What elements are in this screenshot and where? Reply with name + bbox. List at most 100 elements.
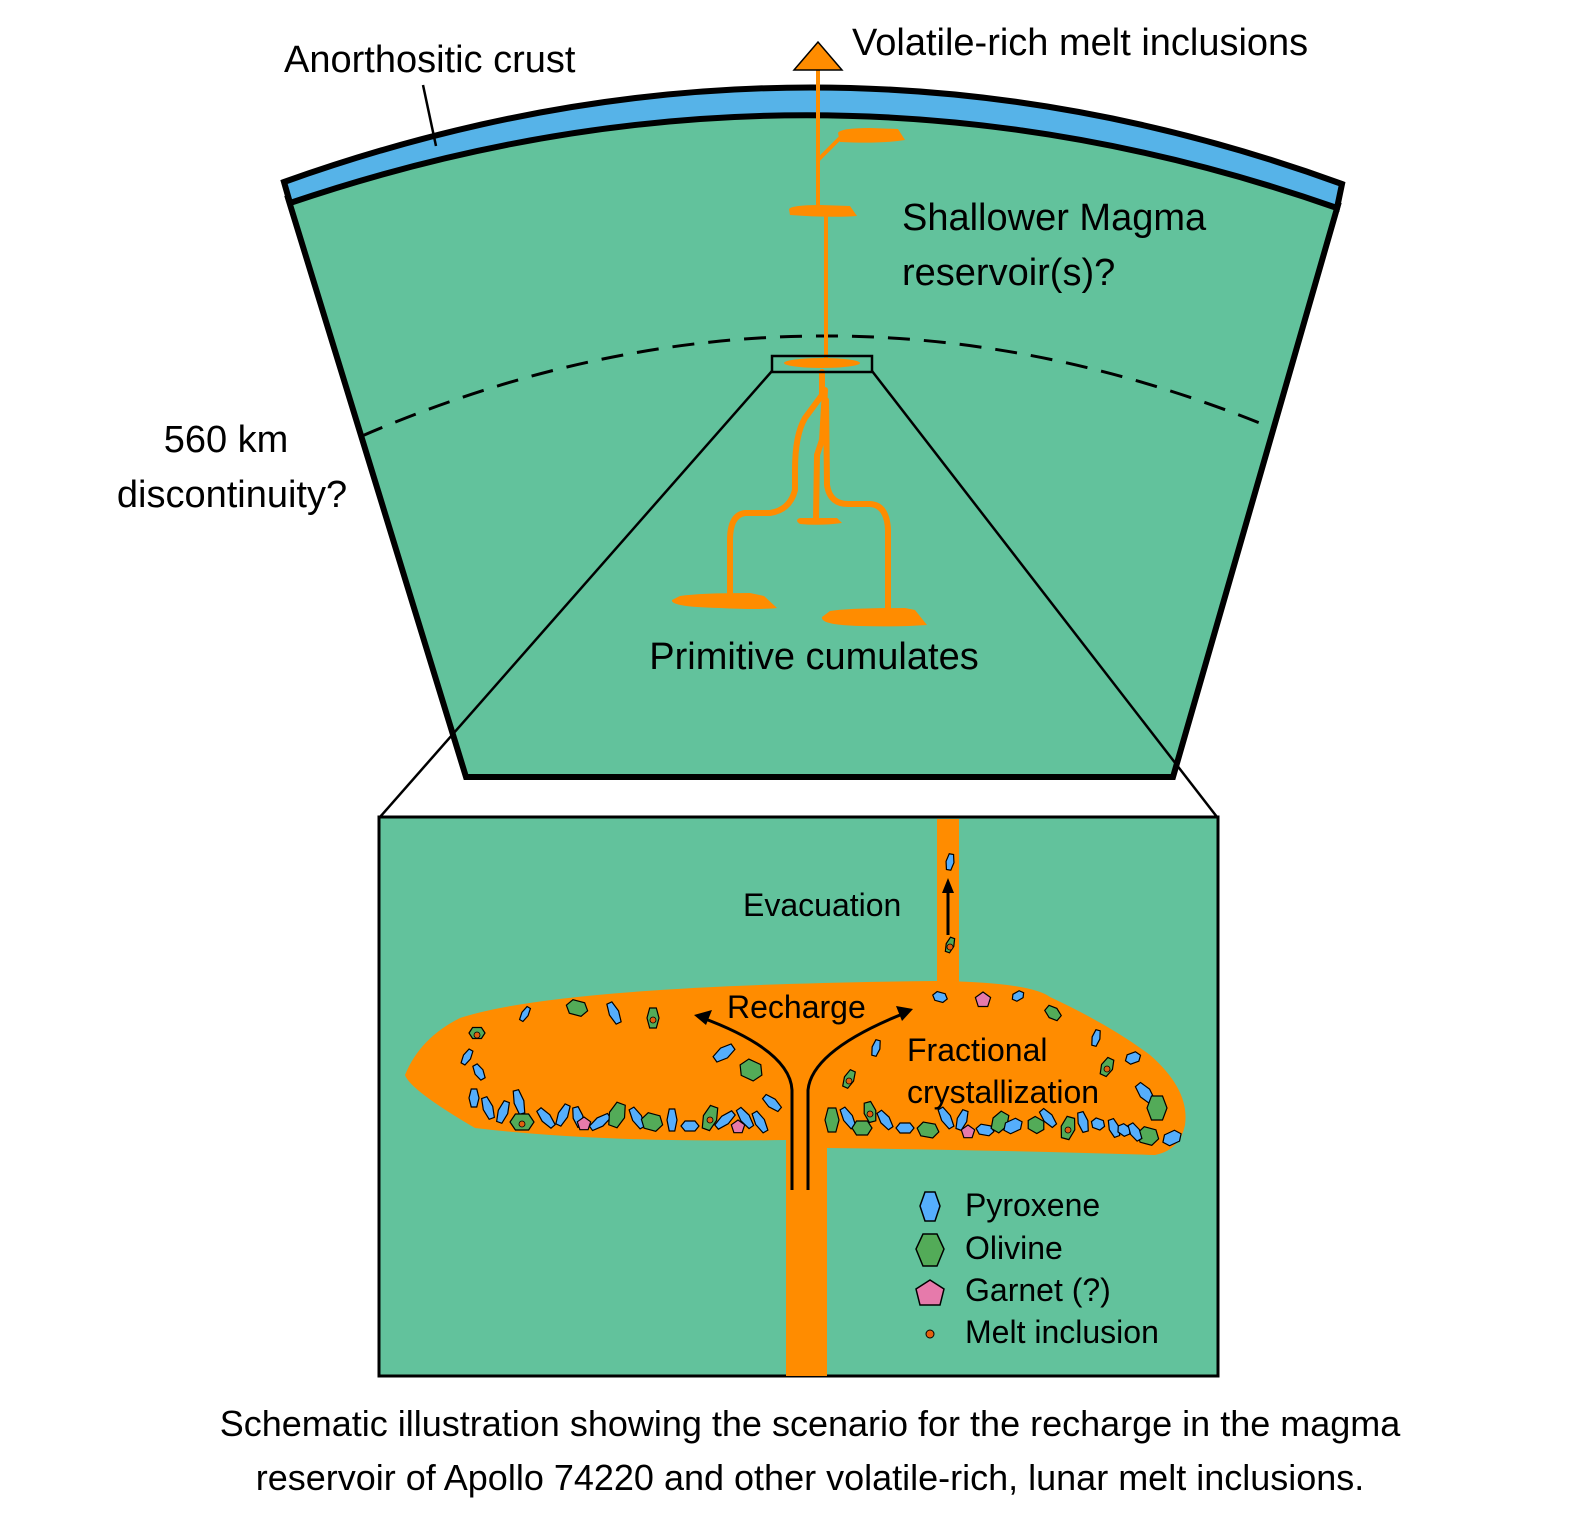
pyroxene-crystal [751, 1110, 769, 1134]
legend-label-melt-inclusion: Melt inclusion [965, 1314, 1159, 1350]
pyroxene-crystal [932, 990, 948, 1004]
fractional-label-2: crystallization [907, 1074, 1099, 1110]
caption-line-2: reservoir of Apollo 74220 and other vola… [256, 1457, 1365, 1498]
olivine-crystal [1044, 1004, 1062, 1022]
pyroxene-crystal [518, 1005, 532, 1023]
pyroxene-crystal [1090, 1117, 1106, 1131]
volcano-label: Volatile-rich melt inclusions [852, 22, 1308, 64]
pyroxene-crystal [712, 1043, 736, 1063]
pyroxene-crystal [735, 1106, 755, 1130]
crust-pointer [421, 84, 438, 147]
recharge-label: Recharge [727, 989, 866, 1025]
discontinuity-label-2: discontinuity? [117, 474, 347, 516]
garnet-crystal [730, 1119, 746, 1134]
melt-inclusion [649, 1016, 657, 1024]
sill-shallow [789, 205, 857, 217]
caption-line-1: Schematic illustration showing the scena… [220, 1403, 1402, 1444]
reservoir-detail [377, 815, 1220, 1378]
discontinuity-label-1: 560 km [164, 419, 289, 461]
olivine-crystal [739, 1058, 763, 1082]
crystal-layer [460, 853, 1182, 1147]
pyroxene-crystal [945, 853, 955, 871]
pyroxene-crystal [495, 1099, 511, 1125]
pyroxene-crystal [761, 1093, 783, 1113]
garnet-icon [915, 1279, 945, 1306]
recharge-arrowhead-left [694, 1010, 712, 1025]
olivine-crystal [1146, 1095, 1168, 1121]
pyroxene-crystal [460, 1048, 474, 1066]
melt-inclusion [706, 1116, 714, 1124]
pyroxene-crystal [536, 1107, 556, 1129]
olivine-crystal [851, 1120, 873, 1136]
anorthositic-crust [280, 84, 1346, 212]
olivine-crystal [916, 1121, 940, 1139]
recharge-arrow-left [699, 1015, 794, 1190]
melt-inclusion [518, 1120, 526, 1128]
volcano-icon [792, 40, 844, 71]
pyroxene-crystal [1124, 1051, 1142, 1065]
recharge-arrow-right [806, 1011, 906, 1190]
pyroxene-crystal [555, 1103, 571, 1127]
magma-plumbing [727, 58, 891, 615]
legend-label-garnet: Garnet (?) [965, 1272, 1111, 1308]
sill-deep-source [784, 358, 860, 368]
pyroxene-icon [919, 1191, 941, 1222]
zoom-line-left [379, 370, 773, 818]
recharge-arrowhead-right [896, 1006, 913, 1021]
pyroxene-crystal [1011, 990, 1025, 1002]
sill-right [821, 608, 927, 627]
olivine-crystal [824, 1107, 840, 1133]
recharge-arrows [699, 1011, 906, 1190]
pyroxene-crystal [1038, 1107, 1058, 1129]
shallow-reservoir-label-1: Shallower Magma [902, 197, 1207, 239]
evacuation-arrowhead [942, 878, 954, 893]
detail-box [770, 354, 874, 374]
shallow-reservoir-label-2: reservoir(s)? [902, 252, 1115, 294]
pyroxene-crystal [1077, 1110, 1089, 1134]
evacuation-label: Evacuation [743, 887, 901, 923]
pyroxene-crystal [666, 1108, 678, 1132]
magma-chamber [405, 981, 1186, 1155]
pyroxene-crystal [468, 1088, 480, 1108]
melt-inclusion [845, 1077, 853, 1085]
sill-left [671, 593, 777, 609]
pyroxene-crystal [714, 1110, 736, 1130]
pyroxene-crystal [1107, 1117, 1121, 1139]
discontinuity-line [361, 334, 1273, 438]
melt-inclusion [1064, 1126, 1072, 1134]
pyroxene-crystal [1003, 1117, 1023, 1135]
melt-inclusion [1103, 1065, 1111, 1073]
legend: Pyroxene Olivine Garnet (?) Melt inclusi… [915, 1187, 1159, 1350]
melt-inclusion [866, 1110, 874, 1118]
melt-inclusion-icon [925, 1329, 935, 1339]
melt-inclusion [946, 943, 954, 951]
legend-label-olivine: Olivine [965, 1230, 1063, 1266]
pyroxene-crystal [512, 1088, 526, 1116]
fractional-label-1: Fractional [907, 1032, 1048, 1068]
crust-label: Anorthositic crust [284, 39, 576, 81]
pyroxene-crystal [1162, 1129, 1182, 1147]
sill-mid [797, 518, 842, 525]
pyroxene-crystal [975, 1123, 995, 1137]
pyroxene-crystal [480, 1095, 496, 1121]
pyroxene-crystal [876, 1109, 894, 1131]
pyroxene-crystal [606, 1001, 622, 1025]
magma-sills [671, 128, 927, 627]
garnet-crystal [960, 1124, 976, 1139]
olivine-crystal [608, 1101, 626, 1129]
pyroxene-crystal [937, 1106, 955, 1130]
cumulates-label: Primitive cumulates [649, 636, 978, 678]
legend-label-pyroxene: Pyroxene [965, 1187, 1100, 1223]
garnet-crystal [576, 1116, 592, 1131]
pyroxene-crystal [1127, 1122, 1143, 1142]
olivine-crystal [565, 999, 589, 1017]
pyroxene-crystal [1091, 1028, 1101, 1048]
garnet-crystal [974, 991, 992, 1008]
pyroxene-crystal [895, 1122, 915, 1134]
pyroxene-crystal [680, 1120, 700, 1132]
moon-section [280, 40, 1346, 818]
sill-upper [838, 128, 905, 143]
olivine-crystal [640, 1112, 664, 1132]
pyroxene-crystal [472, 1063, 486, 1081]
